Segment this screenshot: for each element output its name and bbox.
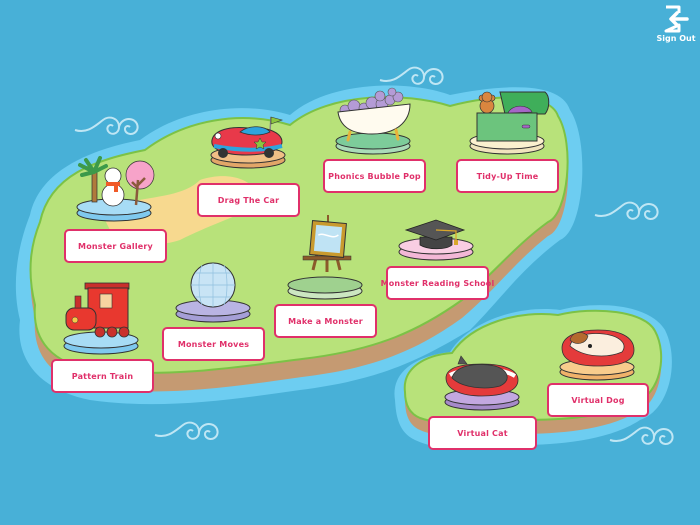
sleeping-cat-icon [445, 355, 519, 397]
activity-make-a-monster-image[interactable] [288, 214, 364, 300]
activity-tidy-up-time[interactable]: Tidy-Up Time [456, 159, 559, 193]
snowman-palm-tree-icon [78, 156, 155, 207]
wave-swirl-icon [594, 201, 659, 221]
activity-pattern-train-image[interactable] [62, 278, 140, 354]
activity-phonics-bubble-pop-image[interactable] [335, 88, 413, 154]
activity-make-a-monster[interactable]: Make a Monster [274, 304, 377, 338]
train-icon [65, 282, 130, 338]
bubble-bath-icon [337, 87, 411, 142]
activity-label: Monster Gallery [78, 241, 153, 251]
graduation-cap-icon [404, 219, 466, 250]
activity-virtual-cat-image[interactable] [444, 352, 520, 410]
sign-out-button[interactable]: Sign Out [655, 5, 697, 49]
pedestal-monster-moves [175, 299, 251, 323]
activity-virtual-dog-image[interactable] [560, 325, 636, 379]
pedestal-make-a-monster [287, 276, 363, 300]
activity-monster-moves[interactable]: Monster Moves [162, 327, 265, 361]
activity-tidy-up-time-image[interactable] [470, 90, 548, 154]
activity-phonics-bubble-pop[interactable]: Phonics Bubble Pop [323, 159, 426, 193]
activity-label: Drag The Car [217, 195, 280, 205]
wave-swirl-icon [74, 116, 139, 136]
activity-monster-gallery-image[interactable] [76, 150, 152, 220]
activity-label: Phonics Bubble Pop [328, 171, 421, 181]
sleeping-dog-icon [561, 329, 635, 367]
activity-pattern-train[interactable]: Pattern Train [51, 359, 154, 393]
activity-monster-reading-school-image[interactable] [398, 216, 474, 262]
bumper-car-icon [211, 116, 283, 158]
wave-swirl-icon [154, 421, 219, 441]
activity-drag-the-car[interactable]: Drag The Car [197, 183, 300, 217]
activity-monster-reading-school[interactable]: Monster Reading School [381, 266, 494, 300]
activity-label: Monster Reading School [380, 278, 495, 288]
wave-swirl-icon [379, 66, 444, 86]
activity-virtual-cat[interactable]: Virtual Cat [428, 416, 537, 450]
sign-out-label: Sign Out [656, 34, 696, 43]
pedestal-pattern-train [63, 331, 139, 355]
activity-drag-the-car-image[interactable] [210, 112, 286, 167]
activity-label: Virtual Cat [457, 428, 508, 438]
toy-chest-icon [476, 91, 550, 142]
easel-mirror-icon [302, 215, 352, 272]
activity-monster-moves-image[interactable] [176, 260, 252, 322]
activity-label: Make a Monster [288, 316, 363, 326]
activity-label: Monster Moves [177, 339, 250, 349]
disco-ball-icon [190, 262, 236, 308]
activity-label: Tidy-Up Time [476, 171, 539, 181]
activity-label: Pattern Train [71, 371, 134, 381]
activity-virtual-dog[interactable]: Virtual Dog [547, 383, 649, 417]
activity-label: Virtual Dog [571, 395, 625, 405]
sign-out-icon [664, 5, 689, 33]
activity-monster-gallery[interactable]: Monster Gallery [64, 229, 167, 263]
pedestal-monster-gallery [76, 198, 152, 222]
